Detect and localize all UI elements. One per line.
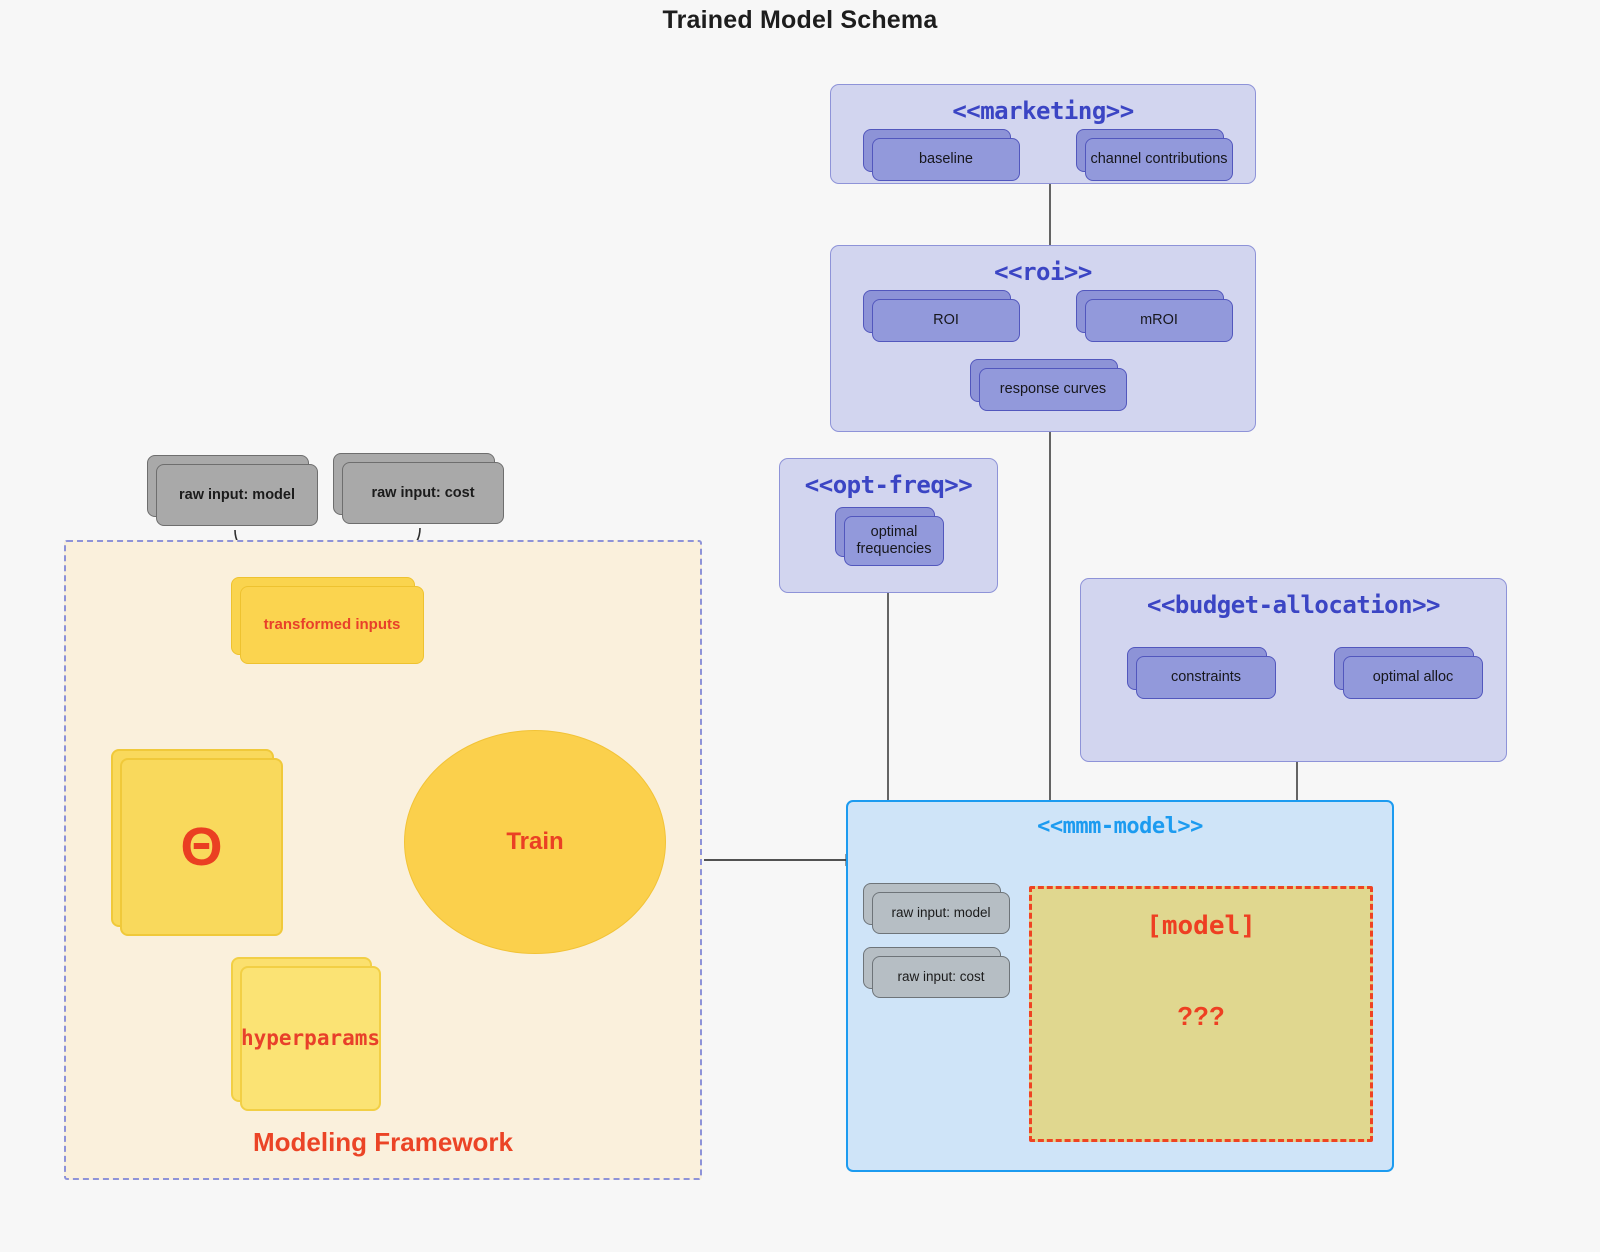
artifact-label: raw input: model xyxy=(156,464,318,526)
artifact-theta[interactable]: Θ xyxy=(111,749,283,936)
page-title: Trained Model Schema xyxy=(662,6,938,34)
modeling-framework-label: Modeling Framework xyxy=(252,1127,514,1157)
artifact-mmm-raw-input-model[interactable]: raw input: model xyxy=(863,883,1010,934)
artifact-roi[interactable]: ROI xyxy=(863,290,1020,342)
model-placeholder[interactable]: [model] ??? xyxy=(1029,886,1373,1142)
artifact-label: mROI xyxy=(1085,299,1233,342)
artifact-raw-input-model[interactable]: raw input: model xyxy=(147,455,318,526)
artifact-label: raw input: cost xyxy=(872,956,1010,998)
artifact-label: optimal alloc xyxy=(1343,656,1483,699)
artifact-label: transformed inputs xyxy=(240,586,424,664)
artifact-mroi[interactable]: mROI xyxy=(1076,290,1233,342)
artifact-label: ROI xyxy=(872,299,1020,342)
model-placeholder-title: [model] xyxy=(1146,911,1256,941)
train-label: Train xyxy=(506,828,564,855)
artifact-label: constraints xyxy=(1136,656,1276,699)
artifact-response-curves[interactable]: response curves xyxy=(970,359,1127,411)
artifact-constraints[interactable]: constraints xyxy=(1127,647,1276,699)
artifact-optimal-alloc[interactable]: optimal alloc xyxy=(1334,647,1483,699)
artifact-transformed-inputs[interactable]: transformed inputs xyxy=(231,577,424,664)
artifact-baseline[interactable]: baseline xyxy=(863,129,1020,181)
artifact-label: Θ xyxy=(120,758,283,936)
package-marketing-title: <<marketing>> xyxy=(952,97,1134,125)
train-activity[interactable]: Train xyxy=(404,730,666,954)
artifact-label: response curves xyxy=(979,368,1127,411)
artifact-label: optimal frequencies xyxy=(844,516,944,566)
package-roi[interactable]: <<roi>> ROI mROI response curves xyxy=(830,245,1256,432)
package-roi-title: <<roi>> xyxy=(994,258,1092,286)
artifact-hyperparams[interactable]: hyperparams xyxy=(231,957,381,1111)
artifact-label: raw input: model xyxy=(872,892,1010,934)
artifact-label: baseline xyxy=(872,138,1020,181)
package-mmm-model-title: <<mmm-model>> xyxy=(1037,814,1203,839)
package-opt-freq[interactable]: <<opt-freq>> optimal frequencies xyxy=(779,458,998,593)
artifact-label: channel contributions xyxy=(1085,138,1233,181)
package-marketing[interactable]: <<marketing>> baseline channel contribut… xyxy=(830,84,1256,184)
artifact-label: raw input: cost xyxy=(342,462,504,524)
model-placeholder-body: ??? xyxy=(1177,1001,1225,1031)
package-budget-allocation-title: <<budget-allocation>> xyxy=(1147,591,1440,619)
package-mmm-model[interactable]: <<mmm-model>> raw input: model raw input… xyxy=(846,800,1394,1172)
package-budget-allocation[interactable]: <<budget-allocation>> constraints optima… xyxy=(1080,578,1507,762)
artifact-optimal-frequencies[interactable]: optimal frequencies xyxy=(835,507,944,566)
artifact-channel-contributions[interactable]: channel contributions xyxy=(1076,129,1233,181)
package-opt-freq-title: <<opt-freq>> xyxy=(804,471,973,499)
artifact-raw-input-cost[interactable]: raw input: cost xyxy=(333,453,504,524)
artifact-label: hyperparams xyxy=(240,966,381,1111)
artifact-mmm-raw-input-cost[interactable]: raw input: cost xyxy=(863,947,1010,998)
